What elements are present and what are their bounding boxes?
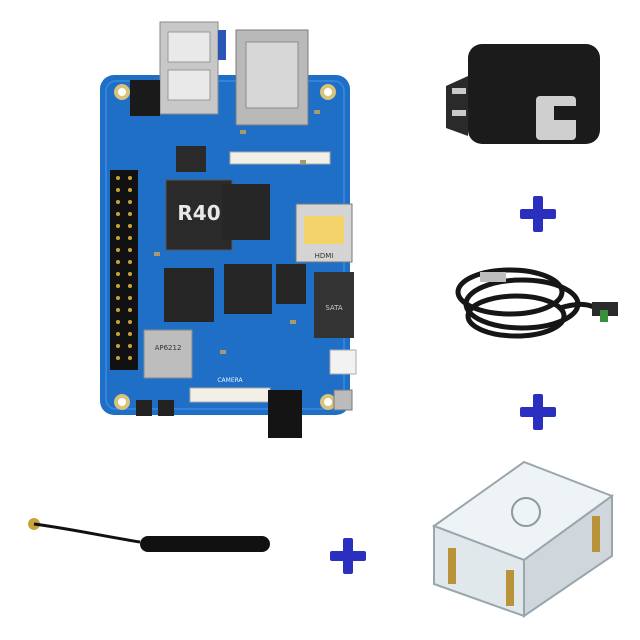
plus-icon [330,538,366,574]
board-image: R40 AP6212 HDMI SATA CAMERA [100,21,357,438]
usb-cable-icon [455,267,603,339]
antenna-image [28,518,270,552]
wifi-chip-label: AP6212 [155,344,182,352]
power-adapter-image [446,44,600,144]
plus-icon [520,196,556,232]
gpio-header [110,170,138,370]
acrylic-case-image [431,460,615,618]
sata-label: SATA [325,304,343,312]
soc-label: R40 [177,201,220,225]
plus-icon [520,394,556,430]
usb-cable-image [455,267,618,339]
wifi-antenna-icon [28,518,270,552]
hdmi-label: HDMI [315,252,334,260]
camera-label: CAMERA [217,377,243,384]
acrylic-case-icon [431,460,615,618]
power-adapter-icon [446,44,600,144]
